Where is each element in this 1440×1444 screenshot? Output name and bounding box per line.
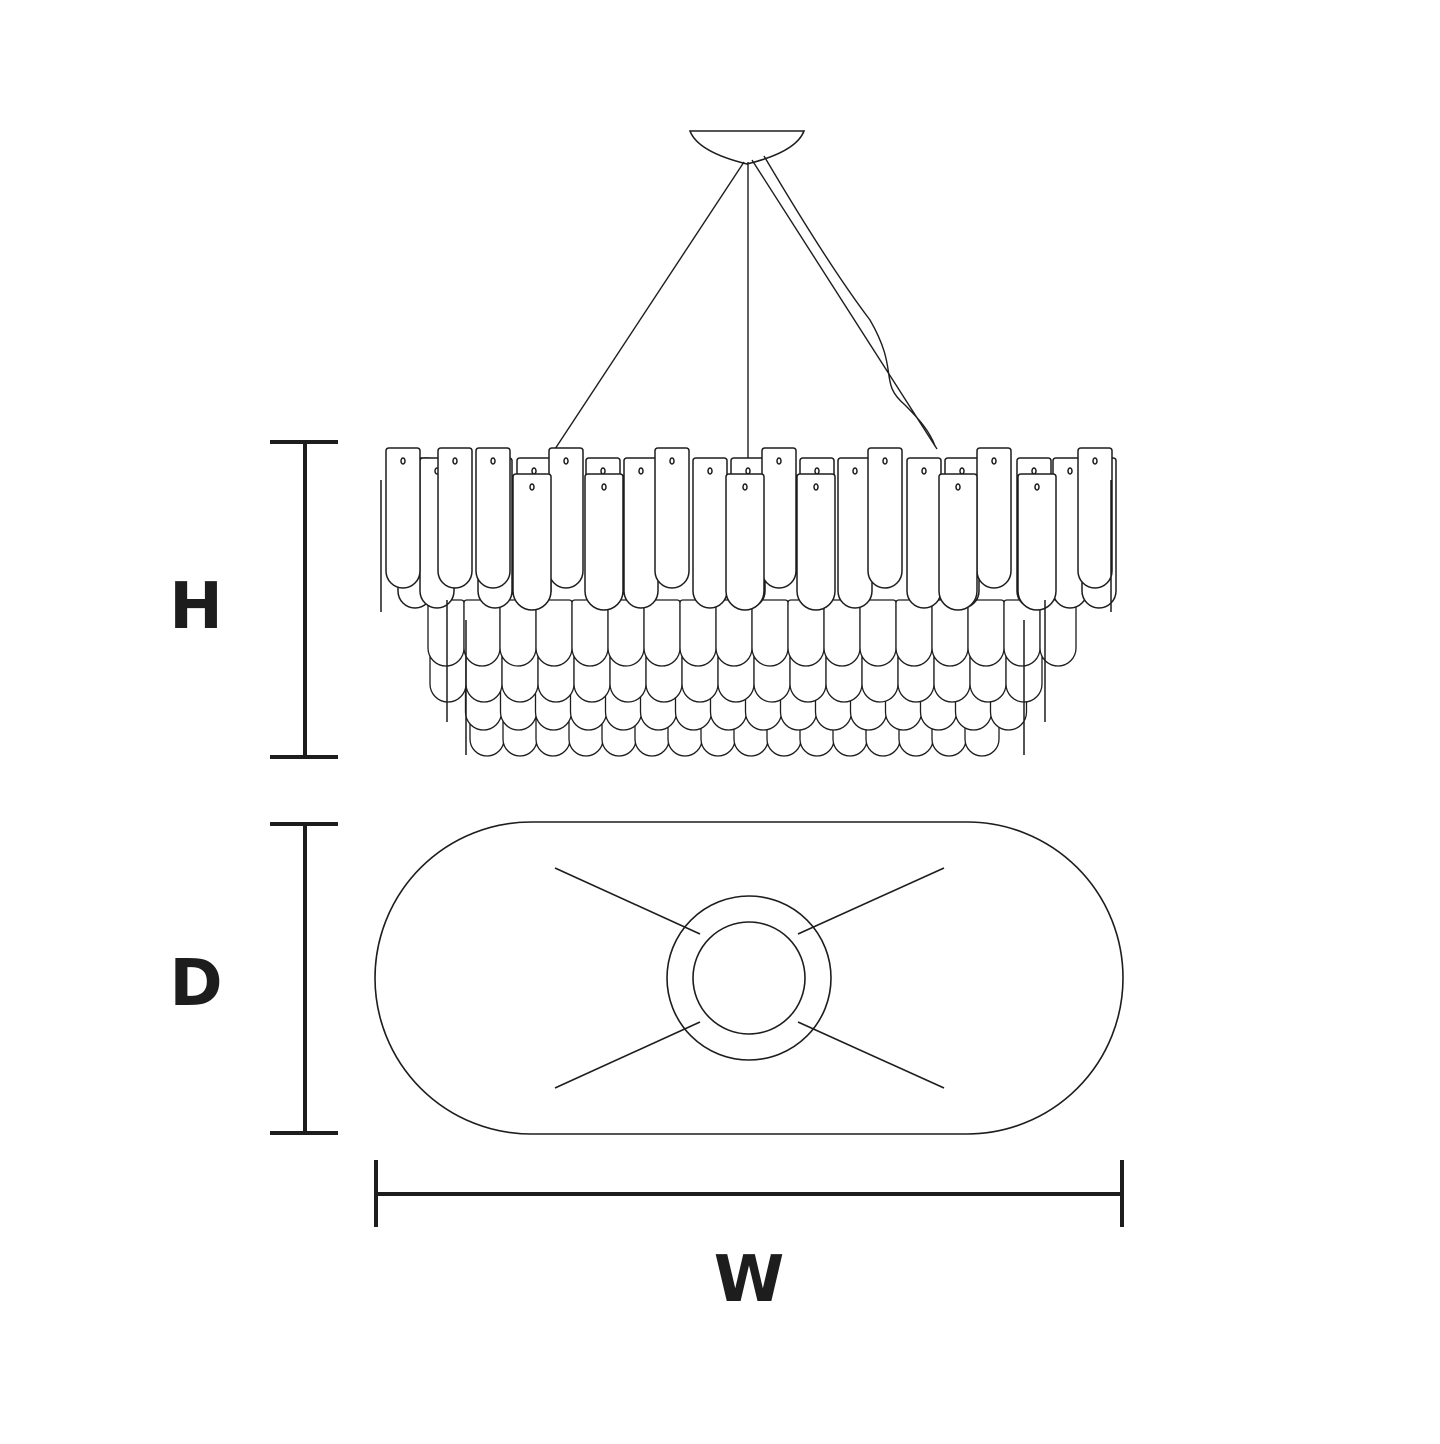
leaf-mount-hole <box>601 483 607 491</box>
leaf-mount-hole <box>955 483 961 491</box>
glass-leaf <box>859 599 897 667</box>
leaf-mount-hole <box>638 467 644 475</box>
leaf-mount-hole <box>529 483 535 491</box>
glass-leaf <box>906 457 942 609</box>
glass-leaf <box>761 447 797 589</box>
leaf-mount-hole <box>991 457 997 465</box>
plan-arm <box>797 1021 945 1089</box>
glass-leaf <box>837 457 873 609</box>
glass-leaf <box>584 473 624 611</box>
plan-outline <box>374 821 1124 1135</box>
glass-leaf <box>437 447 473 589</box>
ceiling-canopy <box>688 130 806 165</box>
leaf-mount-hole <box>400 457 406 465</box>
leaf-mount-hole <box>882 457 888 465</box>
glass-leaf <box>1017 473 1057 611</box>
dimension-lines <box>270 440 1124 1227</box>
plan-inner-ring <box>692 921 806 1035</box>
glass-leaf <box>976 447 1012 589</box>
glass-leaf <box>475 447 511 589</box>
glass-leaf <box>512 473 552 611</box>
leaf-mount-hole <box>707 467 713 475</box>
glass-leaf <box>385 447 421 589</box>
plan-arm <box>554 1021 701 1089</box>
plan-outer-ring <box>666 895 832 1061</box>
glass-leaf <box>967 599 1005 667</box>
leaf-mount-hole <box>813 483 819 491</box>
plan-arm <box>797 867 945 935</box>
depth-label: D <box>169 947 222 1021</box>
glass-leaf <box>623 457 659 609</box>
leaf-mount-hole <box>776 457 782 465</box>
glass-leaf <box>654 447 690 589</box>
glass-leaves-body <box>427 599 1077 757</box>
glass-leaf <box>823 599 861 667</box>
leaf-mount-hole <box>852 467 858 475</box>
height-label: H <box>169 570 223 644</box>
leaf-mount-hole <box>490 457 496 465</box>
plan-arm <box>554 867 701 935</box>
glass-leaf <box>679 599 717 667</box>
glass-leaf <box>427 599 465 667</box>
width-label: W <box>714 1243 785 1317</box>
front-elevation-view <box>380 130 1117 757</box>
leaf-mount-hole <box>563 457 569 465</box>
suspension-cable <box>554 161 745 450</box>
glass-leaf <box>535 599 573 667</box>
glass-leaf <box>867 447 903 589</box>
glass-leaf <box>548 447 584 589</box>
leaf-mount-hole <box>669 457 675 465</box>
glass-leaf <box>725 473 765 611</box>
suspension-cable <box>751 159 938 450</box>
leaf-mount-hole <box>452 457 458 465</box>
glass-leaf <box>1077 447 1113 589</box>
glass-leaf <box>751 599 789 667</box>
glass-leaf <box>643 599 681 667</box>
glass-leaf <box>895 599 933 667</box>
glass-leaves-top-tier <box>385 447 1117 611</box>
leaf-mount-hole <box>1092 457 1098 465</box>
glass-leaf <box>938 473 978 611</box>
glass-leaf <box>607 599 645 667</box>
glass-leaf <box>692 457 728 609</box>
leaf-mount-hole <box>742 483 748 491</box>
glass-leaf <box>463 599 501 667</box>
leaf-mount-hole <box>921 467 927 475</box>
leaf-mount-hole <box>1067 467 1073 475</box>
top-plan-view <box>374 821 1124 1135</box>
power-cord <box>763 155 936 447</box>
leaf-mount-hole <box>1034 483 1040 491</box>
glass-leaf <box>796 473 836 611</box>
